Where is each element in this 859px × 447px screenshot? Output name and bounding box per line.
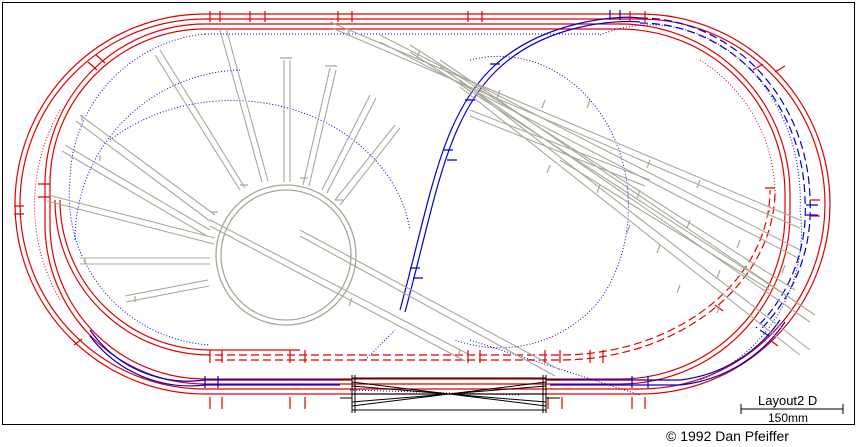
track-tie xyxy=(546,164,786,274)
blue-lower-track-rail2 xyxy=(89,335,340,387)
blue-lines xyxy=(89,16,811,387)
stall-track xyxy=(154,49,246,191)
stall-track xyxy=(334,124,401,206)
stall-track xyxy=(124,279,210,303)
blue-right-dashed xyxy=(639,17,811,331)
turntable xyxy=(215,184,357,326)
track-tie xyxy=(81,57,343,302)
yard-ties xyxy=(81,27,786,359)
yard-track xyxy=(439,59,816,323)
crossover-ties xyxy=(351,375,547,413)
blue-lower-track xyxy=(89,329,340,382)
crossover-rails-upper xyxy=(340,379,560,399)
scale-bar-line xyxy=(740,404,844,414)
yard-track xyxy=(329,21,801,229)
stall-track xyxy=(302,67,337,187)
second-loop-track xyxy=(44,23,791,385)
blue-dotted-center-loop xyxy=(454,55,629,349)
track-tie xyxy=(348,297,461,359)
yard-tracks xyxy=(209,21,816,377)
stall-tracks xyxy=(46,27,401,303)
yard-track xyxy=(209,219,471,362)
layout-frame xyxy=(2,2,855,425)
blue-dotted-right-loop xyxy=(599,24,802,381)
turntable-pit-inner xyxy=(220,189,352,321)
track-tie xyxy=(759,204,818,337)
track-tie xyxy=(410,63,500,279)
yard-track xyxy=(459,79,811,356)
copyright: © 1992 Dan Pfeiffer xyxy=(666,428,789,444)
crossover-rails xyxy=(351,381,547,407)
second-loop-track-rail2 xyxy=(49,28,786,380)
track-tie xyxy=(346,27,771,219)
scale-bar xyxy=(740,404,844,414)
track-tie xyxy=(209,397,646,409)
stall-track xyxy=(283,60,291,182)
dotted-left-arc xyxy=(34,109,61,301)
outer-loop-track-rail2 xyxy=(19,18,826,390)
blue-diagonal-rail2 xyxy=(404,20,641,313)
track-tie xyxy=(73,54,786,347)
outer-loop-track xyxy=(14,13,831,395)
inner-red-track xyxy=(215,189,771,356)
scale-label: 150mm xyxy=(768,411,809,425)
outer-dotted-red xyxy=(34,59,776,301)
inner-red-lower-rail2 xyxy=(54,199,211,356)
stall-track xyxy=(321,94,377,194)
stall-track xyxy=(46,194,216,245)
red-track-ties xyxy=(14,11,820,409)
stall-track xyxy=(75,114,216,222)
outer-loop-red xyxy=(14,13,831,395)
yard-track xyxy=(559,159,771,291)
dotted-right-arc xyxy=(699,59,776,201)
crossover xyxy=(340,375,560,413)
yard-track xyxy=(299,229,561,377)
stall-track xyxy=(80,257,210,265)
layout-name: Layout2 D xyxy=(758,393,818,408)
blue-track-ties xyxy=(204,10,818,388)
yard-track xyxy=(409,44,796,299)
blue-dotted-left-oval xyxy=(68,33,600,346)
blue-dotted-lower-diag xyxy=(364,329,396,361)
stall-track xyxy=(61,144,211,237)
track-tie xyxy=(209,11,646,22)
track-tie xyxy=(209,350,604,363)
turntable-pit xyxy=(215,184,357,326)
stall-track xyxy=(219,27,269,183)
yard-track xyxy=(469,109,651,187)
track-tie xyxy=(626,224,721,314)
track-tie xyxy=(204,10,649,388)
track-tie xyxy=(14,183,820,217)
blue-diagonal xyxy=(399,16,641,311)
blue-dotted-inner-arc xyxy=(74,69,241,241)
blue-right-dashed-rail2 xyxy=(639,22,806,329)
inner-red-lower xyxy=(59,199,300,351)
